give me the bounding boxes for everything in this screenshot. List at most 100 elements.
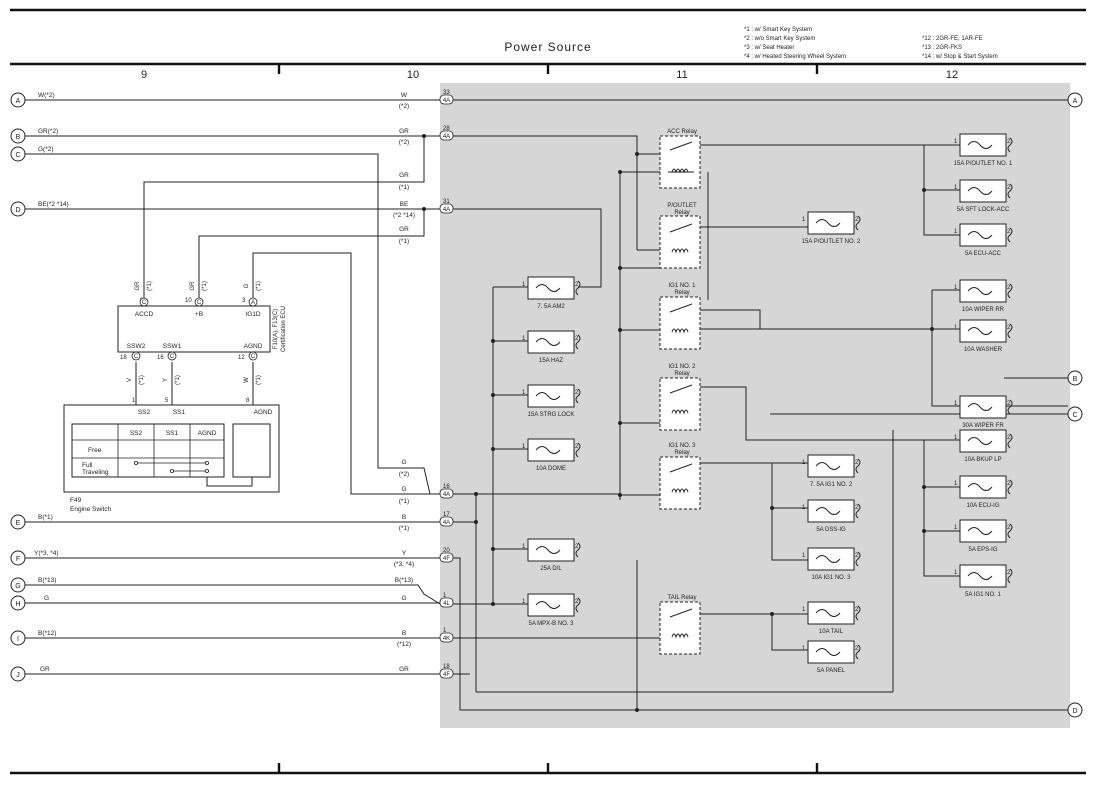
tag-a[interactable]: A — [10, 92, 26, 108]
svg-text:Relay: Relay — [674, 290, 689, 296]
tag-e[interactable]: E — [10, 514, 26, 530]
note-line: *2 : w/o Smart Key System — [744, 36, 815, 42]
tag-d[interactable]: D — [10, 201, 26, 217]
svg-text:(*12): (*12) — [397, 641, 411, 648]
svg-text:G: G — [44, 595, 49, 602]
svg-text:AGND: AGND — [254, 409, 273, 416]
svg-text:Free: Free — [88, 447, 102, 454]
fuse-pin-2: 2 — [855, 553, 859, 559]
connector-4l-1[interactable]: 14L — [439, 593, 454, 608]
fuse-pin-1: 1 — [522, 282, 526, 288]
svg-text:B: B — [402, 514, 406, 521]
svg-text:G(*2): G(*2) — [38, 146, 54, 153]
tag-c-right[interactable]: C — [1067, 406, 1083, 422]
fuse-pin-1: 1 — [802, 607, 806, 613]
engine-switch[interactable]: 1 5 8 SS2 SS1 AGND SS2 SS1 AGND Free Ful… — [63, 398, 280, 513]
acc-relay[interactable]: ACC Relay — [659, 129, 701, 189]
page-title: Power Source — [504, 40, 591, 54]
ig1-no3-relay[interactable]: IG1 NO. 3 Relay — [659, 443, 701, 510]
ig1-no2-relay[interactable]: IG1 NO. 2 Relay — [659, 364, 701, 431]
svg-text:C: C — [15, 152, 20, 159]
svg-text:+B: +B — [195, 311, 203, 318]
fuse-pin-2: 2 — [575, 282, 579, 288]
left-wire-labels: W(*2) GR(*2) G(*2) BE(*2 *14) B(*1) Y(*3… — [34, 92, 415, 673]
fuse-pin-2: 2 — [855, 646, 859, 652]
tag-b-right[interactable]: B — [1067, 370, 1083, 386]
svg-text:G: G — [401, 595, 406, 602]
svg-text:1: 1 — [443, 593, 447, 599]
fuse-pin-1: 1 — [954, 229, 958, 235]
svg-text:GR(*2): GR(*2) — [38, 128, 58, 135]
tag-i[interactable]: I — [10, 630, 26, 646]
svg-text:(*1): (*1) — [399, 525, 409, 532]
p-outlet-relay[interactable]: P/OUTLET Relay — [659, 203, 701, 269]
svg-text:4F: 4F — [443, 672, 450, 678]
svg-text:1: 1 — [443, 628, 447, 634]
note-line: *12 : 2GR-FE, 1AR-FE — [922, 36, 983, 42]
fuse-pin-1: 1 — [522, 544, 526, 550]
svg-text:GR: GR — [399, 128, 409, 135]
tag-j[interactable]: J — [10, 666, 26, 682]
svg-text:(*3, *4): (*3, *4) — [394, 561, 414, 568]
svg-text:C: C — [1072, 412, 1077, 419]
svg-text:SS1: SS1 — [173, 409, 186, 416]
svg-text:Y: Y — [163, 378, 169, 382]
tag-a-right[interactable]: A — [1067, 92, 1083, 108]
certification-ecu[interactable]: 9 C 10 C 3 A ACCD +B IG1D SSW2 SSW1 AGND… — [117, 281, 287, 385]
tag-f[interactable]: F — [10, 550, 26, 566]
svg-text:Relay: Relay — [674, 371, 689, 377]
tag-b[interactable]: B — [10, 128, 26, 144]
svg-text:F49: F49 — [70, 497, 82, 504]
ig1-no1-relay[interactable]: IG1 NO. 1 Relay — [659, 283, 701, 350]
tag-c[interactable]: C — [10, 146, 26, 162]
tag-d-right[interactable]: D — [1067, 702, 1083, 718]
svg-text:4L: 4L — [443, 601, 450, 607]
svg-text:5: 5 — [165, 398, 169, 404]
fuse-label: 25A D/L — [540, 566, 562, 572]
fuse-pin-1: 1 — [522, 336, 526, 342]
fuse-pin-2: 2 — [855, 505, 859, 511]
column-number: 9 — [141, 69, 147, 81]
svg-text:Full: Full — [82, 462, 93, 469]
svg-text:IG1 NO. 1: IG1 NO. 1 — [668, 283, 696, 289]
svg-text:ACCD: ACCD — [135, 311, 154, 318]
svg-text:B(*13): B(*13) — [395, 577, 413, 584]
tail-relay[interactable]: TAIL Relay — [659, 595, 701, 655]
fuse-pin-1: 1 — [522, 444, 526, 450]
left-tags: A B C D E F G H I J — [10, 92, 26, 682]
tag-g[interactable]: G — [10, 577, 26, 593]
svg-text:W: W — [401, 92, 408, 99]
svg-text:28: 28 — [443, 126, 450, 132]
tag-h[interactable]: H — [10, 595, 26, 611]
fuse-label: 10A TAIL — [819, 629, 844, 635]
svg-text:J: J — [16, 672, 20, 679]
svg-text:SS2: SS2 — [138, 409, 151, 416]
